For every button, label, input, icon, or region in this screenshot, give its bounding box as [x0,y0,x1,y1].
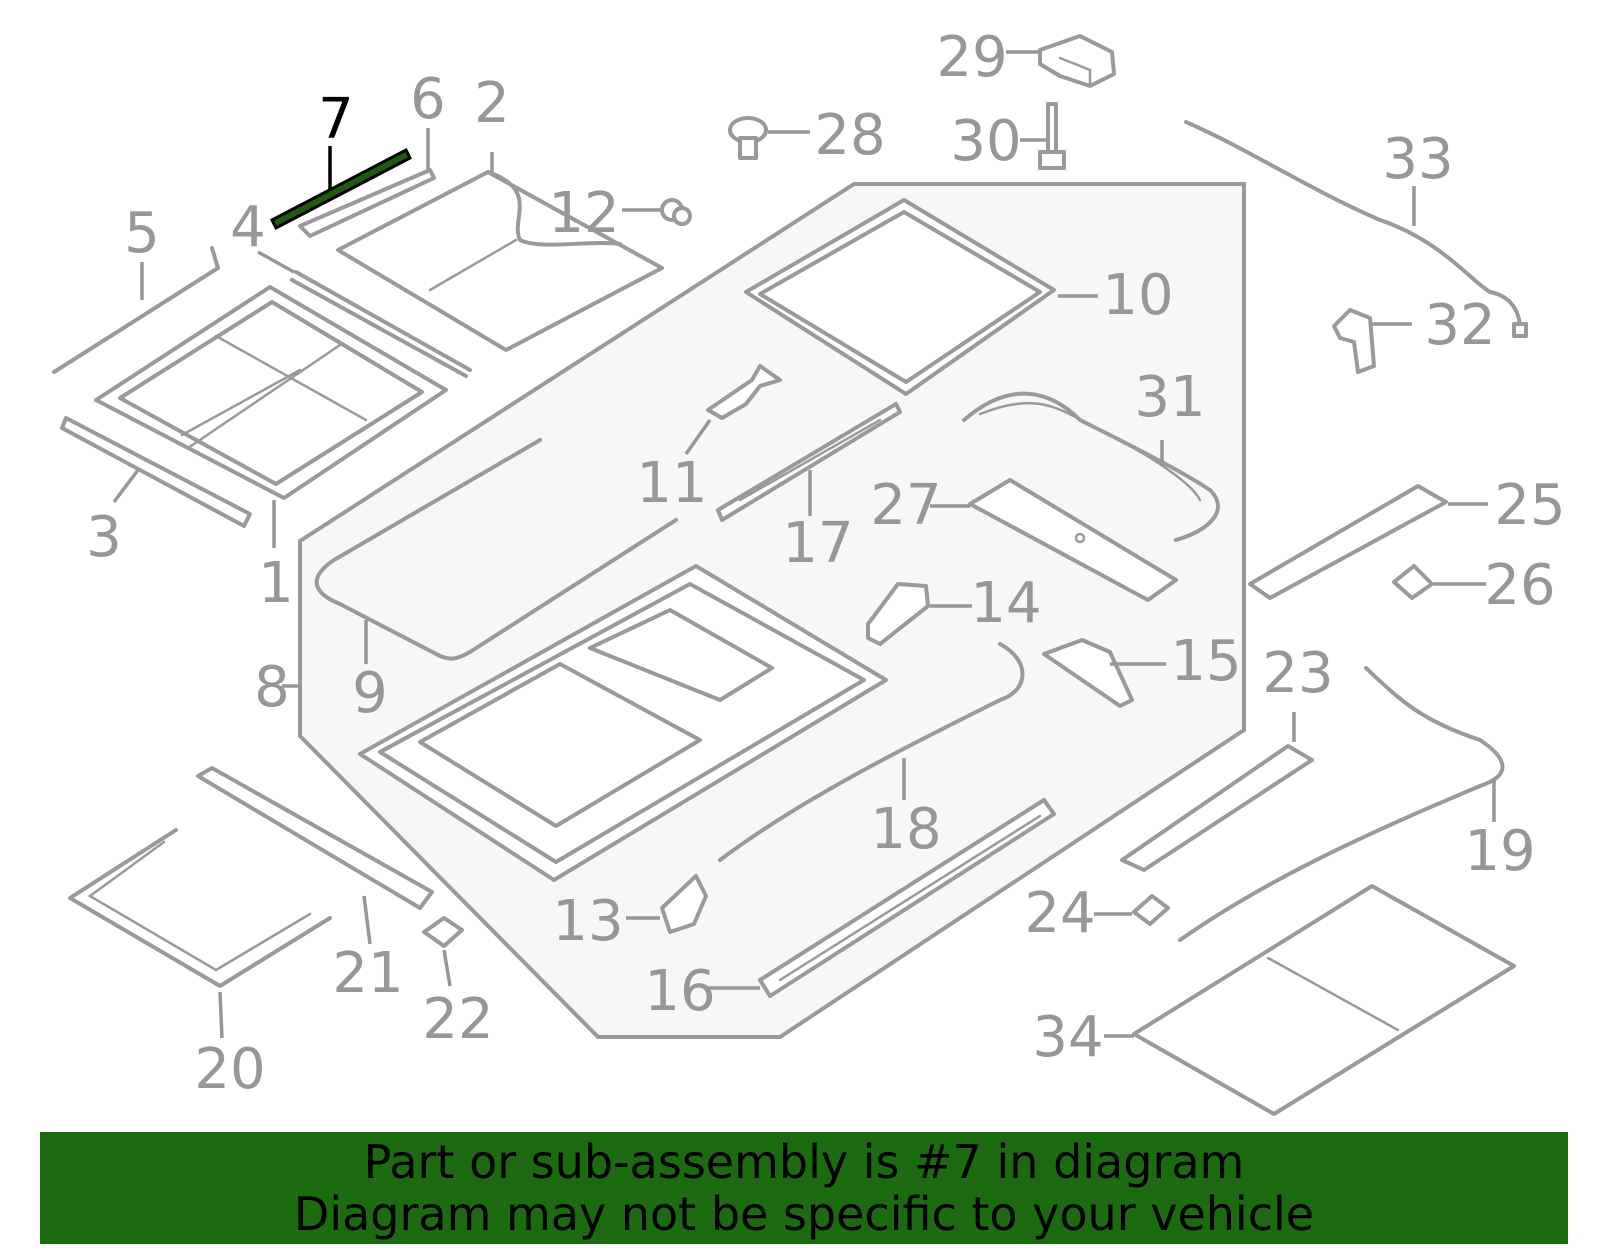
callout-19[interactable]: 19 [1464,819,1535,884]
part-26-clip [1392,564,1434,600]
part-28-clip [728,116,768,160]
callout-25[interactable]: 25 [1494,473,1565,538]
callout-12[interactable]: 12 [548,181,619,246]
part-34-headliner-shade [1132,884,1516,1116]
part-23-strip [1120,744,1314,872]
part-18-drain-hose [718,642,1025,862]
callout-32[interactable]: 32 [1424,293,1495,358]
part-13-bracket [660,874,708,934]
part-24-clip [1132,894,1170,926]
part-8-frame [358,564,888,882]
callout-26[interactable]: 26 [1484,553,1555,618]
callout-14[interactable]: 14 [970,571,1041,636]
callout-27[interactable]: 27 [870,473,941,538]
callout-4[interactable]: 4 [230,195,266,260]
part-9-seal [314,438,678,661]
part-29-motor [1038,34,1116,88]
part-11-bracket [706,364,782,420]
part-19-drain-hose [1178,666,1505,942]
part-30-bolt [1038,102,1066,170]
info-banner: Part or sub-assembly is #7 in diagram Di… [40,1132,1568,1244]
callout-34[interactable]: 34 [1032,1005,1103,1070]
callout-21[interactable]: 21 [332,941,403,1006]
banner-line-2: Diagram may not be specific to your vehi… [293,1187,1315,1241]
banner-line-1: Part or sub-assembly is #7 in diagram [363,1135,1245,1189]
callout-28[interactable]: 28 [814,103,885,168]
callout-arrows [112,50,1496,1039]
callout-22[interactable]: 22 [422,987,493,1052]
callout-16[interactable]: 16 [644,959,715,1024]
callout-11[interactable]: 11 [636,451,707,516]
callout-7[interactable]: 7 [318,87,354,152]
part-2-shade [336,170,664,352]
part-27-panel [968,478,1178,602]
callout-33[interactable]: 33 [1382,127,1453,192]
part-7-highlighted[interactable] [269,147,413,231]
callout-13[interactable]: 13 [552,889,623,954]
callout-labels: 1 2 3 4 5 6 7 8 9 10 11 12 13 14 15 16 1… [86,25,1565,1102]
callout-10[interactable]: 10 [1102,263,1173,328]
part-6 [298,168,436,238]
callout-23[interactable]: 23 [1262,641,1333,706]
part-15-bracket [1042,638,1134,708]
part-14-motor [866,582,930,646]
part-25-rail [1248,484,1448,600]
callout-17[interactable]: 17 [782,511,853,576]
callout-30[interactable]: 30 [950,109,1021,174]
callout-18[interactable]: 18 [870,797,941,862]
part-20-seal [68,828,332,988]
callout-29[interactable]: 29 [936,25,1007,90]
callout-9[interactable]: 9 [352,661,388,726]
part-21-strip [196,766,434,910]
callout-5[interactable]: 5 [124,201,160,266]
callout-1[interactable]: 1 [258,551,294,616]
part-32-bracket [1332,308,1376,374]
part-3 [60,416,252,528]
callout-31[interactable]: 31 [1134,365,1205,430]
callout-20[interactable]: 20 [194,1037,265,1102]
callout-2[interactable]: 2 [474,71,510,136]
part-22-clip [422,916,464,948]
part-33-cable [1184,120,1522,332]
part-4 [294,270,472,372]
callout-3[interactable]: 3 [86,505,122,570]
part-5 [52,246,220,374]
part-12-clip [660,198,692,226]
callout-24[interactable]: 24 [1024,881,1095,946]
callout-8[interactable]: 8 [254,655,290,720]
part-10-glass [744,198,1056,396]
callout-15[interactable]: 15 [1170,629,1241,694]
callout-6[interactable]: 6 [410,67,446,132]
